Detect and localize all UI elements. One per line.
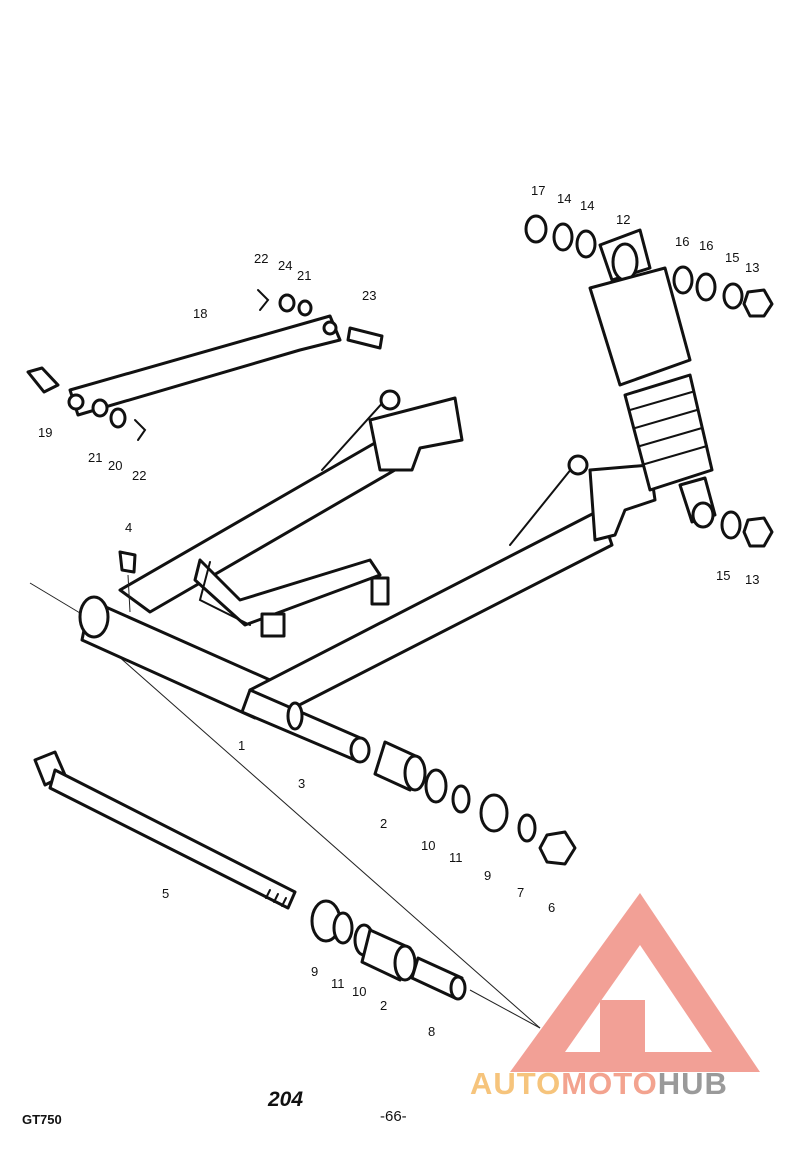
- callout-22: 22: [254, 251, 268, 266]
- callout-5: 5: [162, 886, 169, 901]
- callout-16: 16: [699, 238, 713, 253]
- callout-19: 19: [38, 425, 52, 440]
- torque-link: [26, 289, 384, 441]
- callout-labels: 1 2 2 3 4 5 6 7 8 9 9 10 10 11 11 12 13 …: [38, 183, 759, 1039]
- callout-14: 14: [557, 191, 571, 206]
- callout-9: 9: [311, 964, 318, 979]
- pivot-shaft: [240, 688, 371, 764]
- callout-15: 15: [725, 250, 739, 265]
- watermark-moto: MOTO: [561, 1066, 658, 1101]
- callout-22: 22: [132, 468, 146, 483]
- callout-2: 2: [380, 998, 387, 1013]
- page-number: -66-: [380, 1108, 407, 1125]
- callout-6: 6: [548, 900, 555, 915]
- watermark-hub: HUB: [657, 1066, 728, 1101]
- callout-10: 10: [352, 984, 366, 999]
- shock-upper-hardware: [524, 214, 774, 318]
- callout-20: 20: [108, 458, 122, 473]
- callout-2: 2: [380, 816, 387, 831]
- page-title: 204: [268, 1088, 304, 1111]
- callout-17: 17: [531, 183, 545, 198]
- callout-9: 9: [484, 868, 491, 883]
- left-hardware: [310, 899, 467, 1001]
- callout-21: 21: [297, 268, 311, 283]
- rear-shock: [588, 228, 717, 529]
- right-hardware: [373, 740, 577, 866]
- model-label: GT750: [22, 1112, 62, 1127]
- callout-16: 16: [675, 234, 689, 249]
- callout-10: 10: [421, 838, 435, 853]
- callout-3: 3: [298, 776, 305, 791]
- callout-11: 11: [449, 850, 463, 865]
- callout-8: 8: [428, 1024, 435, 1039]
- callout-15: 15: [716, 568, 730, 583]
- callout-13: 13: [745, 572, 759, 587]
- callout-23: 23: [362, 288, 376, 303]
- callout-14: 14: [580, 198, 594, 213]
- automotohub-logo-icon: [510, 893, 760, 1072]
- callout-24: 24: [278, 258, 292, 273]
- watermark-auto: AUTO: [470, 1066, 562, 1101]
- callout-11: 11: [331, 976, 345, 991]
- callout-21: 21: [88, 450, 102, 465]
- callout-1: 1: [238, 738, 245, 753]
- swing-arm: [78, 389, 657, 722]
- pivot-bolt: [33, 750, 297, 910]
- shock-lower-hardware: [720, 510, 774, 548]
- callout-13: 13: [745, 260, 759, 275]
- callout-18: 18: [193, 306, 207, 321]
- callout-4: 4: [125, 520, 132, 535]
- callout-12: 12: [616, 212, 630, 227]
- callout-7: 7: [517, 885, 524, 900]
- grease-nipple: [118, 550, 137, 613]
- watermark-text: AUTOMOTOHUB: [470, 1066, 728, 1102]
